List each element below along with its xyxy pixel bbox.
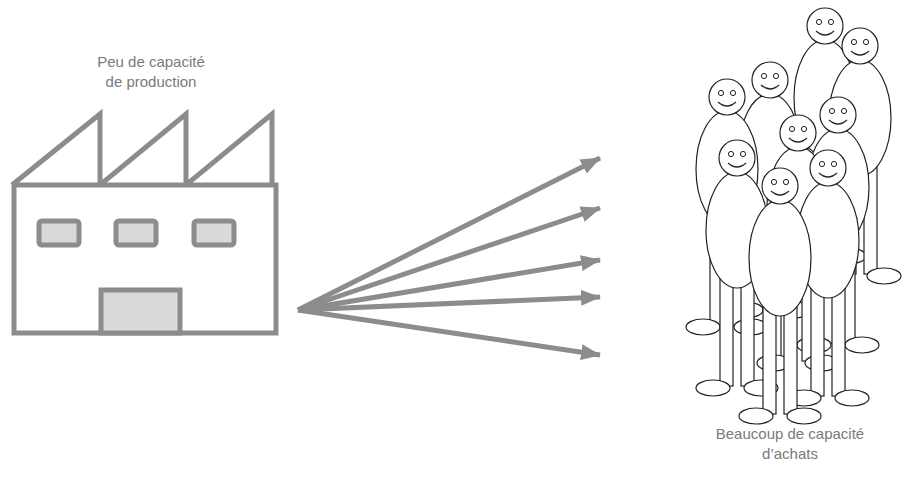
factory-node: Peu de capacité de production — [8, 50, 298, 340]
factory-window — [194, 221, 234, 245]
factory-window — [39, 221, 79, 245]
flow-arrow — [298, 208, 600, 310]
crowd-illustration — [686, 8, 901, 424]
crowd-node: Beaucoup de capacité d’achats — [600, 0, 904, 486]
person-figure — [739, 168, 821, 424]
factory-window — [116, 221, 156, 245]
node-label: Peu de capacité de production — [90, 52, 212, 92]
flow-arrow — [298, 260, 600, 310]
node-label: Beaucoup de capacité d’achats — [705, 424, 875, 464]
flow-arrow — [298, 310, 600, 355]
flow-arrow — [298, 297, 600, 310]
factory-roof — [12, 114, 272, 185]
factory-wall — [14, 185, 276, 333]
flow-arrow — [298, 158, 600, 310]
factory-door — [101, 290, 180, 333]
factory-illustration — [12, 114, 276, 333]
